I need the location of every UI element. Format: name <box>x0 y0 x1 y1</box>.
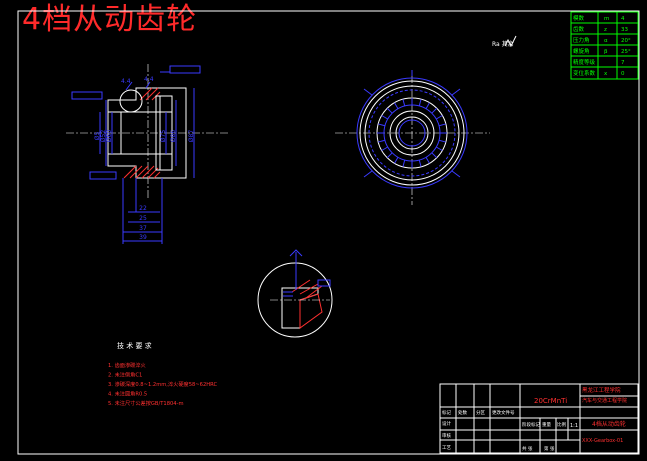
spline-tick <box>386 107 393 114</box>
section-hatch <box>123 87 161 179</box>
label-process: 工艺 <box>442 445 451 451</box>
horizontal-dimension-lines <box>122 178 163 244</box>
spline-tick <box>386 152 393 159</box>
tech-item: 1. 齿面渗碳淬火 <box>108 361 146 369</box>
param-cell: m <box>604 16 609 22</box>
param-cell: 7 <box>621 60 625 66</box>
label-sheet: 第 张 <box>544 445 555 452</box>
spline-tick <box>381 115 389 120</box>
roughness-corner: Ra 其余 <box>492 35 517 48</box>
param-table: 模数 m 4 齿数 z 33 压力角 α 20° 螺旋角 β 25° 精度等级 7 变位系数 x 0 <box>570 11 639 80</box>
param-cell: β <box>604 49 608 55</box>
spline-tick <box>402 99 406 107</box>
label-stage: 阶段标记 <box>522 421 540 428</box>
horizontal-dimension-label: 37 <box>139 225 147 232</box>
label-total: 共 张 <box>522 445 533 452</box>
tech-heading: 技 术 要 求 <box>117 341 152 350</box>
material-text: 20CrMnTi <box>534 397 567 405</box>
param-cell: 压力角 <box>573 36 590 44</box>
vertical-dimension-label: Ø75 <box>160 130 167 143</box>
label-mark: 标记 <box>442 409 451 416</box>
spline-tick <box>431 107 438 114</box>
horizontal-dimension-label: 25 <box>139 215 147 222</box>
tech-item: 2. 未注倒角C1 <box>108 371 142 379</box>
label-review: 审核 <box>442 432 451 439</box>
spline-tick <box>438 139 446 143</box>
param-cell: 精度等级 <box>573 58 596 66</box>
horizontal-dimension-label: 22 <box>139 205 147 212</box>
param-cell: 螺旋角 <box>573 47 590 55</box>
roughness-corner-text: Ra 其余 <box>492 40 514 48</box>
param-cell: 25° <box>621 49 631 55</box>
vertical-dimension-label: Ø86 <box>170 130 177 143</box>
small-label-2: 4.4 <box>144 76 154 83</box>
part-name-text: 4档从动齿轮 <box>592 420 626 428</box>
spline-tick <box>394 156 399 164</box>
spline-tick <box>418 159 422 167</box>
vertical-dimension-label: Ø5 <box>94 132 101 141</box>
spline-tick <box>394 102 399 110</box>
label-change: 更改文件号 <box>492 409 515 416</box>
label-zone: 分区 <box>476 409 485 416</box>
spline-tick <box>435 115 443 120</box>
spline-tick <box>435 146 443 151</box>
vertical-dimension-label: Ø52 <box>100 130 107 143</box>
param-cell: 20° <box>621 38 631 44</box>
spline-tick <box>378 139 386 143</box>
small-label-1: 4.4 <box>121 78 131 85</box>
drawing-title-overlay: 4档从动齿轮 <box>22 2 198 37</box>
label-design: 设计 <box>442 420 451 427</box>
param-cell: 33 <box>621 27 628 33</box>
course-text: 汽车与交通工程学院 <box>582 397 627 404</box>
param-cell: 齿数 <box>573 25 585 33</box>
param-cell: 变位系数 <box>573 69 596 77</box>
label-scale: 比例 <box>557 421 566 428</box>
tech-item: 5. 未注尺寸公差按GB/T1804-m <box>108 399 184 407</box>
spline-tick <box>425 102 430 110</box>
tech-item: 4. 未注圆角R0.5 <box>108 390 147 398</box>
param-cell: 0 <box>621 71 625 77</box>
param-cell: α <box>604 38 608 44</box>
drawing-no-text: XXX-Gearbox-01 <box>582 438 623 444</box>
vertical-dimension-label: Ø60 <box>106 130 113 143</box>
detail-circle <box>119 89 143 113</box>
spline-tick <box>378 123 386 127</box>
title-block: 20CrMnTi 黑龙江工程学院 汽车与交通工程学院 4档从动齿轮 1:1 XX… <box>439 383 639 454</box>
detail-view <box>257 249 333 338</box>
label-weight: 重量 <box>542 421 551 428</box>
param-cell: 4 <box>621 16 625 22</box>
front-view <box>335 70 490 205</box>
spline-tick <box>425 156 430 164</box>
spline-tick <box>381 146 389 151</box>
scale-text: 1:1 <box>570 423 578 429</box>
vertical-dimension-lines <box>99 88 195 178</box>
label-count: 处数 <box>458 409 467 416</box>
drawing-frame <box>17 10 640 455</box>
school-text: 黑龙江工程学院 <box>582 386 621 394</box>
horizontal-dimension-label: 39 <box>139 234 147 241</box>
vertical-dimension-label: Ø87 <box>188 130 195 143</box>
param-cell: 模数 <box>573 14 585 22</box>
spline-tick <box>431 152 438 159</box>
spline-tick <box>438 123 446 127</box>
spline-tick <box>418 99 422 107</box>
tech-item: 3. 渗碳深度0.8~1.2mm,淬火硬度58~62HRC <box>108 380 217 388</box>
param-cell: x <box>604 71 608 77</box>
param-cell: z <box>604 27 607 33</box>
spline-tick <box>402 159 406 167</box>
